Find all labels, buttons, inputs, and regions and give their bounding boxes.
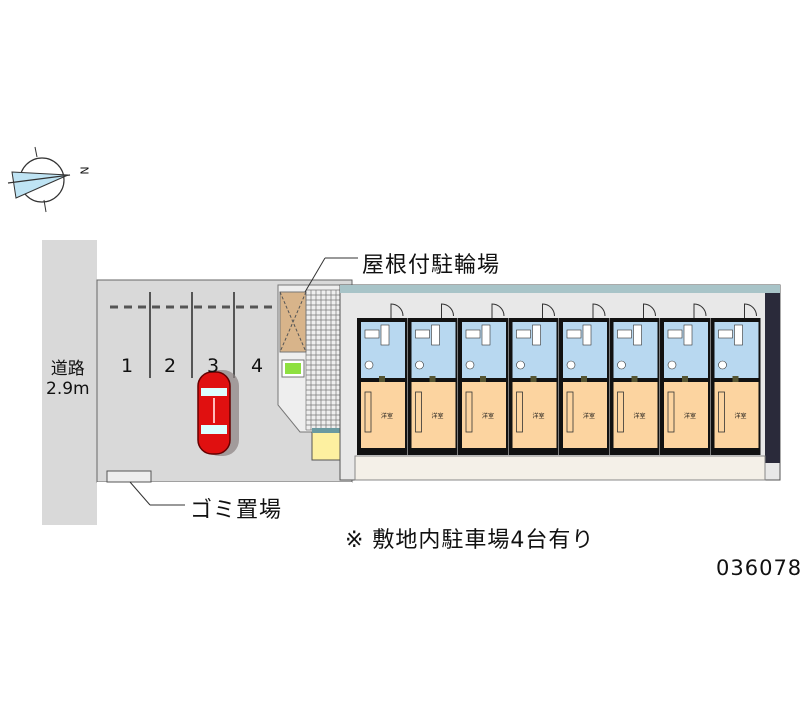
apartment-building xyxy=(339,284,781,481)
apartment-unit xyxy=(559,303,609,455)
apartment-unit xyxy=(407,303,458,455)
parking-note: ※ 敷地内駐車場4台有り xyxy=(345,528,595,553)
garbage-area xyxy=(106,470,152,483)
room-label: 洋室 xyxy=(381,413,394,420)
room-label: 洋室 xyxy=(482,413,495,420)
room-label: 洋室 xyxy=(734,413,747,420)
garbage-label: ゴミ置場 xyxy=(190,498,283,523)
road-name: 道路 xyxy=(50,359,85,379)
apartment-unit xyxy=(710,303,761,455)
apartment-unit xyxy=(660,303,710,455)
parking-space-3: 3 xyxy=(207,355,220,377)
apartment-unit xyxy=(508,303,559,455)
room-label: 洋室 xyxy=(431,413,444,420)
garbage-leader-line xyxy=(129,481,151,506)
room-label: 洋室 xyxy=(532,413,545,420)
bicycle-parking xyxy=(277,257,353,461)
compass-north-label: N xyxy=(77,166,91,175)
parking-stripes xyxy=(110,292,275,378)
apartment-unit xyxy=(458,303,508,455)
compass-icon xyxy=(7,146,71,213)
road-width: 2.9m xyxy=(46,379,90,399)
road xyxy=(42,240,97,525)
car-icon xyxy=(197,370,239,456)
apartment-unit xyxy=(357,303,407,455)
room-label: 洋室 xyxy=(633,413,646,420)
property-id: 036078 xyxy=(716,556,800,580)
bicycle-parking-label: 屋根付駐輪場 xyxy=(362,253,501,278)
parking-space-2: 2 xyxy=(164,355,177,377)
road-label: 道路 2.9m xyxy=(46,359,90,399)
apartment-unit xyxy=(609,303,660,455)
parking-space-4: 4 xyxy=(251,355,264,377)
room-label: 洋室 xyxy=(583,413,596,420)
parking-space-1: 1 xyxy=(121,355,134,377)
room-label: 洋室 xyxy=(684,413,697,420)
